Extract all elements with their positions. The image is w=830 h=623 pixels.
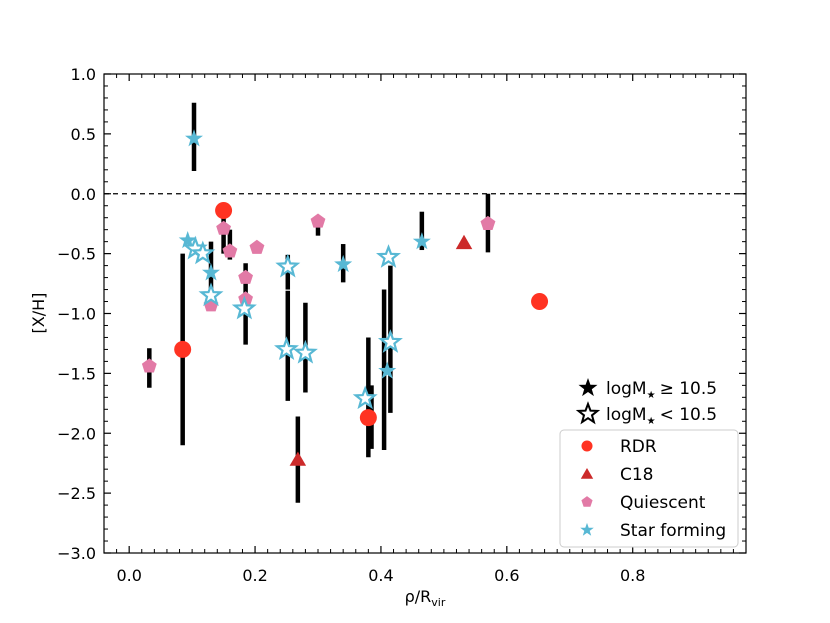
quiescent-point (238, 269, 253, 284)
x-axis-label-main: ρ/R (405, 587, 432, 606)
legend-label: Star forming (620, 521, 726, 541)
c18-point (455, 234, 473, 250)
c18-point (289, 451, 307, 466)
legend-label: C18 (620, 465, 654, 485)
y-tick-label: −1.5 (57, 364, 96, 383)
x-axis-label: ρ/Rvir (405, 587, 446, 609)
star-forming-open-point (352, 385, 378, 410)
legend-quiescent-icon (581, 496, 593, 507)
quiescent-point (222, 243, 238, 258)
y-tick-label: −2.0 (57, 424, 96, 443)
legend-c18-icon (580, 468, 594, 479)
legend-rdr-icon (581, 440, 593, 452)
star-forming-filled-point (412, 232, 431, 250)
x-axis-label-sub: vir (431, 596, 446, 609)
mass-legend-label-main: logM (606, 405, 647, 425)
x-tick-label: 0.8 (620, 566, 645, 585)
x-tick-label: 0.6 (494, 566, 519, 585)
legend-label: RDR (620, 437, 657, 457)
y-tick-label: 0.0 (71, 185, 96, 204)
mass-legend-label: logM★ < 10.5 (606, 405, 717, 427)
star-forming-open-point (231, 295, 257, 320)
y-tick-label: −0.5 (57, 245, 96, 264)
legend-label: Quiescent (620, 493, 706, 513)
rdr-point (215, 202, 233, 220)
mass-legend-open-star-icon (575, 401, 601, 425)
star-forming-open-point (190, 240, 216, 265)
mass-legend-label-rel: < 10.5 (660, 405, 718, 425)
star-forming-open-point (274, 336, 299, 361)
star-forming-filled-point (378, 361, 397, 379)
quiescent-point (480, 215, 496, 230)
quiescent-point (238, 291, 253, 306)
star-forming-open-point (292, 339, 318, 364)
y-axis-label: [X/H] (29, 293, 48, 334)
rdr-point (531, 293, 549, 311)
star-forming-open-point (376, 244, 401, 268)
legend-box (559, 429, 739, 548)
star-forming-open-point (198, 282, 224, 307)
data-markers (141, 129, 549, 466)
star-forming-open-point (377, 329, 403, 353)
axis-tick-labels: 0.0 0.2 0.4 0.6 0.8 1.0 0.5 0.0 −0.5 −1.0 −1.5 −2.0… (57, 65, 645, 585)
star-forming-filled-point (185, 129, 203, 147)
star-forming-open-point (275, 253, 301, 278)
quiescent-point (249, 239, 265, 254)
star-forming-filled-point (334, 254, 353, 273)
rdr-point (359, 409, 377, 427)
mass-legend-label: logM★ ≥ 10.5 (606, 379, 717, 401)
y-tick-label: −2.5 (57, 484, 96, 503)
axis-ticks (104, 73, 747, 554)
star-forming-filled-point (178, 231, 197, 249)
y-tick-label: 1.0 (71, 65, 96, 84)
star-forming-filled-point (202, 263, 220, 281)
x-tick-label: 0.0 (116, 566, 141, 585)
x-tick-label: 0.2 (242, 566, 267, 585)
x-tick-label: 0.4 (368, 566, 393, 585)
quiescent-point (216, 220, 231, 235)
quiescent-point (310, 213, 326, 228)
y-tick-label: 0.5 (71, 125, 96, 144)
y-tick-label: −1.0 (57, 305, 96, 324)
rdr-point (174, 340, 192, 358)
mass-legend-label-main: logM (606, 379, 647, 399)
legend-star-forming-icon (580, 522, 594, 536)
mass-legend-filled-star-icon (578, 378, 598, 397)
y-tick-label: −3.0 (57, 544, 96, 563)
mass-legend-label-rel: ≥ 10.5 (660, 379, 718, 399)
mass-legend-label-sub: ★ (647, 416, 656, 427)
mass-legend-label-sub: ★ (647, 390, 656, 401)
quiescent-point (141, 358, 157, 373)
